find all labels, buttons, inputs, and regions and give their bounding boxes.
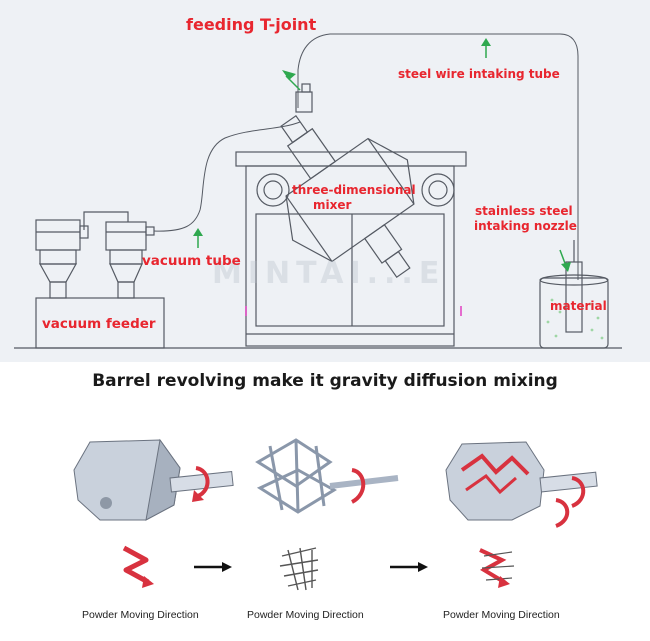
cage-illustration xyxy=(255,438,399,514)
zigzag-motion-icon xyxy=(122,545,154,588)
mixer-barrel xyxy=(280,114,415,279)
spiral-arrow-icon xyxy=(350,468,366,504)
barrel-illustration-2 xyxy=(445,441,598,528)
arrow-right-icon xyxy=(194,562,232,572)
feeder-pipe xyxy=(83,211,129,230)
steel-wire-tube-line xyxy=(297,33,579,280)
steel-wire-tube-label: steel wire intaking tube xyxy=(398,67,560,81)
stage-3-caption: Powder Moving Direction xyxy=(443,609,560,621)
mesh-motion-icon xyxy=(279,547,319,591)
mixer-label-line1: three-dimensional xyxy=(292,183,416,197)
system-drawing xyxy=(14,33,622,349)
watermark: MINTAI...E xyxy=(212,256,446,291)
vacuum-feeder-label: vacuum feeder xyxy=(42,316,156,332)
nozzle-label-line2: intaking nozzle xyxy=(474,219,577,233)
arrow-down-icon xyxy=(559,249,571,272)
arrow-up-icon xyxy=(282,70,301,91)
flow-arrows xyxy=(193,38,571,272)
material-label: material xyxy=(550,299,607,313)
section-heading: Barrel revolving make it gravity diffusi… xyxy=(92,371,558,391)
material-container xyxy=(539,240,609,349)
stage-1-caption: Powder Moving Direction xyxy=(82,609,199,621)
combined-motion-icon xyxy=(479,548,515,588)
spiral-arrow-icon xyxy=(571,476,586,508)
vacuum-feeder-base xyxy=(35,297,165,349)
arrow-up-icon xyxy=(193,228,203,248)
arrow-right-icon xyxy=(390,562,428,572)
vacuum-tube-line xyxy=(153,121,301,232)
stage-2-caption: Powder Moving Direction xyxy=(247,609,364,621)
mixer-frame xyxy=(235,151,467,347)
system-panel xyxy=(0,0,650,362)
spiral-arrow-icon xyxy=(195,466,210,498)
arrow-up-icon xyxy=(481,38,491,58)
barrel-illustration-1 xyxy=(73,438,234,521)
feeding-t-joint-label: feeding T-joint xyxy=(186,15,317,34)
feeder-unit-2 xyxy=(105,221,147,299)
nozzle-label-line1: stainless steel xyxy=(475,204,573,218)
vacuum-tube-label: vacuum tube xyxy=(142,253,241,269)
mixer-label-line2: mixer xyxy=(313,198,352,212)
